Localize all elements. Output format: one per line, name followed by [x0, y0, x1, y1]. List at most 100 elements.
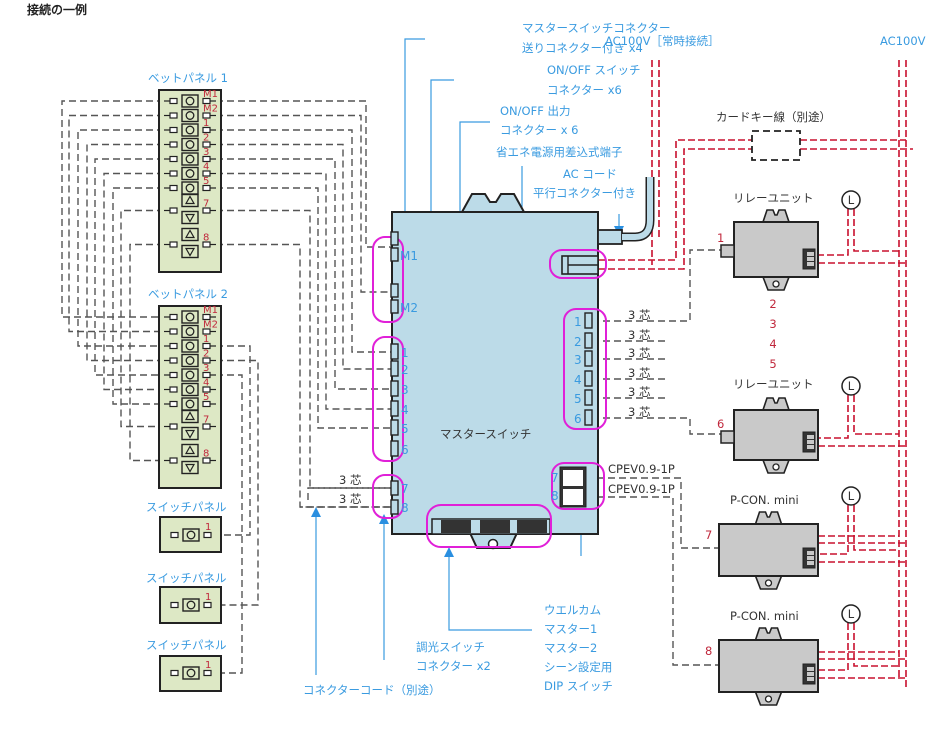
master-connector[interactable] — [390, 247, 399, 262]
annotation-energy-terminal: 省エネ電源用差込式端子 — [496, 145, 623, 159]
onoff-output-connector[interactable] — [584, 332, 593, 349]
master-connector[interactable] — [390, 231, 399, 246]
left-terminal — [169, 457, 178, 464]
callout-master-connectors — [372, 236, 404, 323]
left-terminal — [169, 97, 178, 105]
three-core-label: 3 芯 — [628, 328, 650, 342]
onoff-switch-connector[interactable] — [390, 380, 399, 397]
connector-label: 6 — [401, 443, 409, 457]
button[interactable] — [181, 310, 199, 324]
button-id-label: M2 — [203, 104, 218, 115]
onoff-switch-connector[interactable] — [390, 343, 399, 360]
dimmer-connector[interactable] — [390, 499, 399, 515]
cpev-label: CPEV0.9-1P — [608, 482, 675, 496]
onoff-switch-connector[interactable] — [390, 400, 399, 417]
onoff-output-connector[interactable] — [584, 350, 593, 367]
button-id-label: 5 — [203, 392, 209, 403]
button[interactable] — [181, 382, 199, 397]
button-id-label: 1 — [205, 660, 211, 671]
callout-output-connectors — [563, 308, 607, 430]
button[interactable] — [181, 353, 199, 368]
bed-panel-2-label: ベットパネル 2 — [148, 287, 228, 301]
button-id-label: 7 — [203, 415, 209, 426]
onoff-output-connector[interactable] — [584, 312, 593, 329]
circle-button-icon — [185, 312, 195, 322]
master-connector[interactable] — [390, 299, 399, 314]
ac-cord-socket — [597, 229, 623, 245]
callout-dimmer-connectors — [372, 474, 404, 519]
bed-panel-1-label: ベットパネル 1 — [148, 71, 228, 85]
annotation-dimmer-line2: コネクター x2 — [416, 659, 491, 673]
left-terminal — [169, 342, 178, 350]
connector-label: 7 — [401, 482, 409, 496]
left-terminal — [169, 207, 178, 214]
connector-label: 2 — [401, 363, 409, 377]
button[interactable] — [181, 108, 199, 123]
diagram-title: 接続の一例 — [27, 2, 87, 17]
lamp-label: L — [848, 193, 855, 207]
button-id-label: 3 — [203, 363, 209, 374]
power-wire — [853, 209, 899, 252]
onoff-output-connector[interactable] — [584, 389, 593, 406]
annotation-master-connector-line2: 送りコネクター付き x4 — [522, 41, 643, 55]
onoff-switch-connector[interactable] — [390, 419, 399, 436]
button[interactable] — [181, 123, 199, 137]
signal-wire — [216, 129, 391, 353]
button[interactable] — [181, 94, 199, 108]
omitted-channel-label: 4 — [769, 337, 776, 351]
cpev-label: CPEV0.9-1P — [608, 462, 675, 476]
callout-dip-switch-line — [444, 547, 532, 631]
connector-label: 1 — [574, 315, 582, 329]
unit-body — [718, 639, 819, 693]
left-terminal — [169, 241, 178, 248]
triangle-up-icon — [184, 229, 196, 239]
omitted-channel-label: 5 — [769, 357, 776, 371]
connector-label: 5 — [401, 422, 409, 436]
button-id-label: 5 — [203, 176, 209, 187]
circle-button-icon — [185, 111, 195, 120]
triangle-down-icon — [184, 429, 196, 439]
button[interactable] — [181, 368, 199, 382]
button[interactable] — [181, 137, 199, 152]
onoff-output-connector[interactable] — [584, 370, 593, 387]
button[interactable] — [182, 528, 200, 542]
button[interactable] — [181, 339, 199, 353]
signal-wire — [216, 143, 391, 370]
annotation-onoff-switch-line2: コネクター x6 — [547, 83, 622, 97]
callout-onoff-connectors — [372, 336, 404, 462]
button[interactable] — [182, 666, 200, 680]
ac100v-label: AC100V — [880, 34, 926, 48]
unit-channel-label: 7 — [705, 528, 712, 542]
three-core-label: 3 芯 — [628, 366, 650, 380]
annotation-onoff-switch-line1: ON/OFF スイッチ — [547, 63, 640, 77]
switch-panel-1: スイッチパネル 1 — [146, 500, 227, 553]
connector-label: 3 — [574, 353, 582, 367]
annotation-dip-switch-line: ウエルカム — [544, 603, 601, 617]
signal-wire — [216, 114, 391, 293]
button[interactable] — [181, 324, 199, 339]
lamp-load-icon — [841, 604, 861, 624]
master-connector[interactable] — [390, 283, 399, 298]
onoff-switch-connector[interactable] — [390, 360, 399, 377]
onoff-output-connector[interactable] — [584, 409, 593, 426]
dip-switch[interactable] — [480, 520, 510, 533]
annotation-onoff-output-line2: コネクター x 6 — [500, 123, 578, 137]
signal-wire — [216, 209, 391, 489]
signal-wire — [68, 114, 164, 333]
ac-cord-fill — [622, 177, 653, 240]
dip-switch[interactable] — [517, 520, 547, 533]
onoff-switch-connector[interactable] — [390, 440, 399, 457]
button[interactable] — [182, 598, 200, 612]
dip-switch-block — [431, 518, 551, 535]
connector-label: 3 — [401, 383, 409, 397]
connector-label: 8 — [551, 489, 559, 503]
dimmer-connector[interactable] — [390, 480, 399, 496]
button[interactable] — [181, 166, 199, 181]
annotation-dip-switch-line: マスター2 — [544, 641, 597, 655]
signal-wire — [586, 496, 720, 666]
connector-label: 4 — [401, 403, 409, 417]
button[interactable] — [181, 152, 199, 166]
dip-switch[interactable] — [441, 520, 471, 533]
